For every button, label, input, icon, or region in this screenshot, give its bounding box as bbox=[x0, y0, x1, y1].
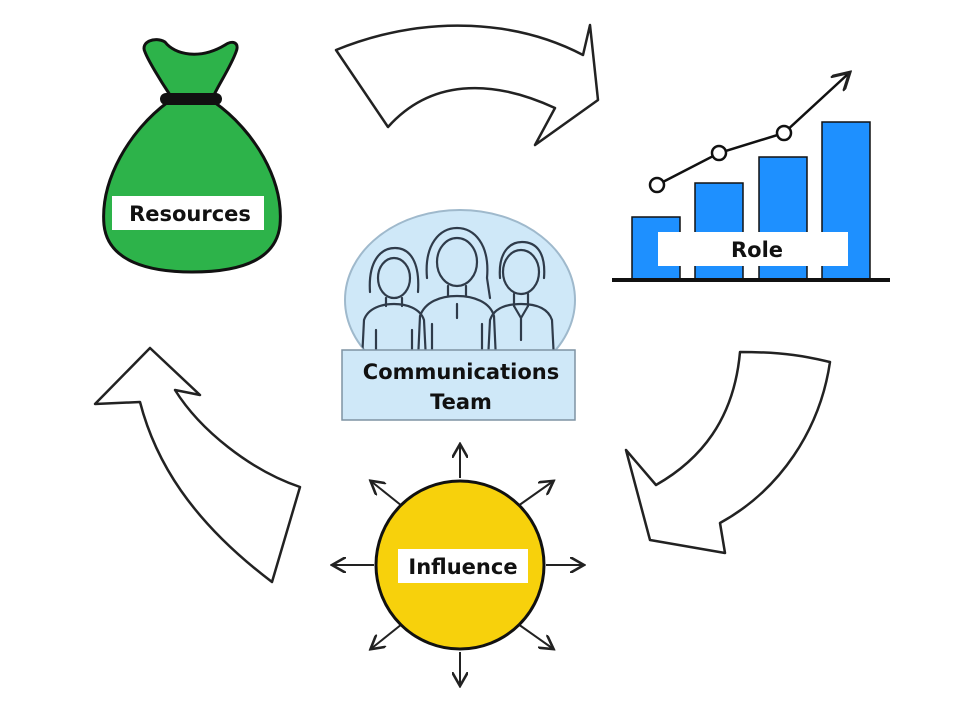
center-label-box bbox=[341, 349, 576, 421]
resources-label-box bbox=[112, 196, 264, 230]
role-label: Role bbox=[731, 238, 783, 262]
arrow-role-to-influence bbox=[624, 350, 832, 555]
resources-label: Resources bbox=[129, 202, 251, 226]
arrow-resources-to-role bbox=[334, 23, 600, 147]
center-label-line2: Team bbox=[430, 390, 492, 414]
team-people-icon bbox=[344, 209, 576, 391]
arrow-influence-to-resources bbox=[93, 346, 302, 584]
role-label-box bbox=[658, 232, 848, 266]
center-label-line1: Communications bbox=[363, 360, 559, 384]
influence-label: Influence bbox=[408, 555, 517, 579]
money-bag-icon bbox=[102, 38, 282, 274]
influence-label-box bbox=[398, 549, 528, 583]
